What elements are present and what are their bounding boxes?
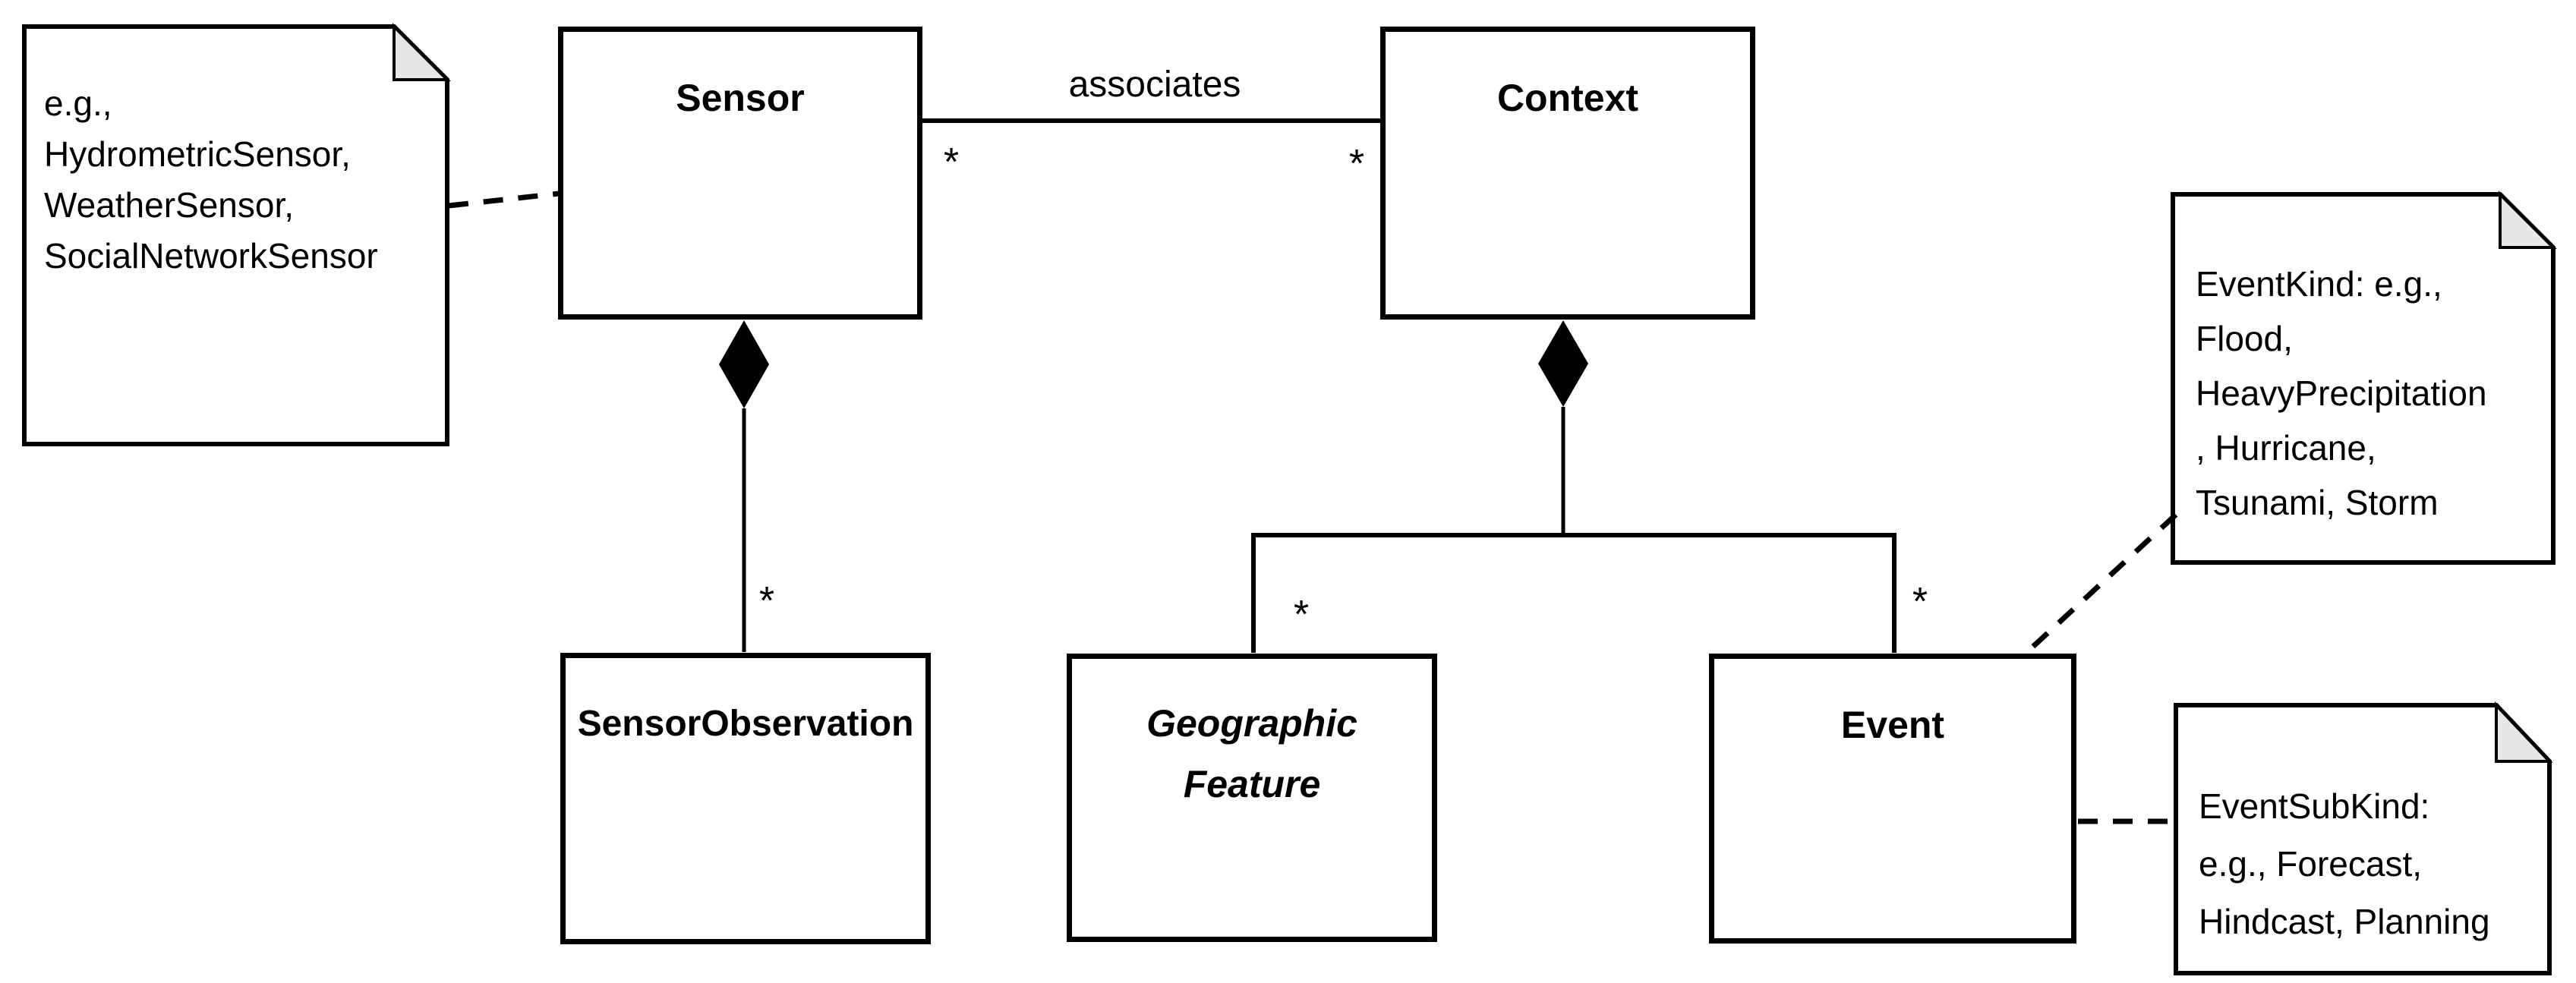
note-line: EventKind: e.g., [2196, 264, 2442, 304]
note-line: Tsunami, Storm [2196, 483, 2439, 522]
note-line: EventSubKind: [2199, 786, 2430, 826]
note-line: SocialNetworkSensor [44, 236, 378, 276]
multiplicity-association-context-end: * [1348, 142, 1365, 186]
class-label-geographicfeature: Geographic Feature [1146, 702, 1357, 805]
class-box-sensor: Sensor [558, 27, 922, 320]
note-sensor-fold [393, 23, 451, 81]
note-eventkind-text: EventKind: e.g., Flood, HeavyPrecipitati… [2196, 257, 2487, 530]
note-line: HeavyPrecipitation [2196, 373, 2487, 413]
class-label-context: Context [1496, 77, 1639, 119]
note-line: Flood, [2196, 319, 2293, 358]
class-label-sensorobservation: SensorObservation [577, 704, 914, 744]
note-sensor-body [22, 24, 449, 446]
note-eventkind-fold [2499, 191, 2557, 249]
note-link-eventkind [2025, 512, 2178, 654]
note-line: e.g., [44, 83, 112, 123]
note-line: WeatherSensor, [44, 185, 295, 225]
multiplicity-association-sensor-end: * [943, 140, 960, 184]
note-line: e.g., Forecast, [2199, 844, 2423, 884]
composition-branch-line [1251, 533, 1897, 653]
note-eventkind-shape [2171, 191, 2557, 565]
class-box-context: Context [1380, 27, 1755, 320]
note-eventsubkind-fold [2495, 701, 2553, 763]
note-line: Hindcast, Planning [2199, 902, 2490, 941]
note-eventsubkind-body [2174, 703, 2552, 975]
note-sensor-shape [22, 23, 451, 446]
class-box-event: Event [1709, 654, 2076, 944]
composition-diamond-sensor [719, 320, 769, 408]
multiplicity-sensorobservation-end: * [758, 579, 775, 623]
class-label-event: Event [1840, 704, 1945, 746]
note-link-sensor [448, 191, 560, 209]
note-sensor-text: e.g., HydrometricSensor, WeatherSensor, … [44, 78, 378, 282]
note-eventkind-body [2171, 192, 2556, 565]
multiplicity-geographicfeature-end: * [1293, 593, 1310, 637]
multiplicity-event-end: * [1912, 580, 1928, 624]
class-box-sensorobservation: SensorObservation [560, 653, 931, 944]
association-name-label: associates [1068, 65, 1241, 105]
note-line: HydrometricSensor, [44, 134, 351, 174]
note-line: , Hurricane, [2196, 428, 2376, 468]
note-eventsubkind-shape [2174, 701, 2553, 975]
class-box-geographicfeature: Geographic Feature [1067, 654, 1437, 942]
composition-diamond-context [1538, 320, 1588, 407]
note-eventsubkind-text: EventSubKind: e.g., Forecast, Hindcast, … [2199, 777, 2490, 950]
class-label-sensor: Sensor [676, 77, 805, 119]
